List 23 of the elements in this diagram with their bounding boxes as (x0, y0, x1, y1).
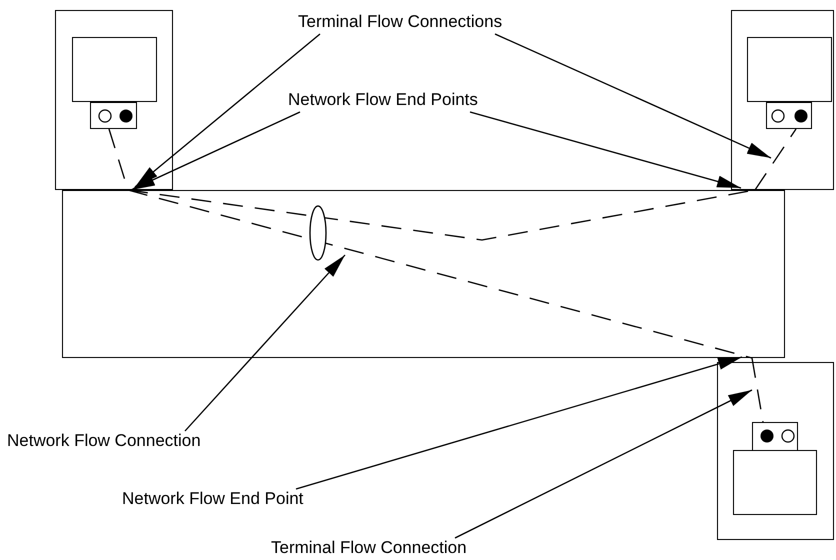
terminal-box (717, 362, 834, 540)
port-panel (90, 102, 136, 128)
port-panel (752, 422, 798, 450)
leader-arrow (184, 254, 346, 432)
callout-label: Network Flow End Point (122, 489, 307, 511)
screen-rect (72, 36, 156, 102)
callout-label: Terminal Flow Connections (298, 12, 506, 34)
callout-label: Network Flow Connection (7, 431, 204, 453)
leader-arrow (494, 33, 772, 159)
dashed-flow-line (751, 358, 764, 422)
dashed-flow-line (754, 128, 797, 190)
port-panel (766, 102, 812, 128)
leader-arrow (296, 356, 742, 490)
callout-label: Network Flow End Points (288, 90, 481, 112)
screen-rect (732, 450, 816, 514)
terminal-box (731, 10, 834, 190)
terminal-box (55, 10, 173, 190)
leader-arrow (130, 111, 300, 191)
callout-label: Terminal Flow Connection (271, 538, 471, 560)
leader-arrow (470, 111, 742, 189)
leader-arrow (134, 34, 320, 188)
leader-arrow (454, 389, 752, 539)
screen-rect (746, 36, 832, 102)
